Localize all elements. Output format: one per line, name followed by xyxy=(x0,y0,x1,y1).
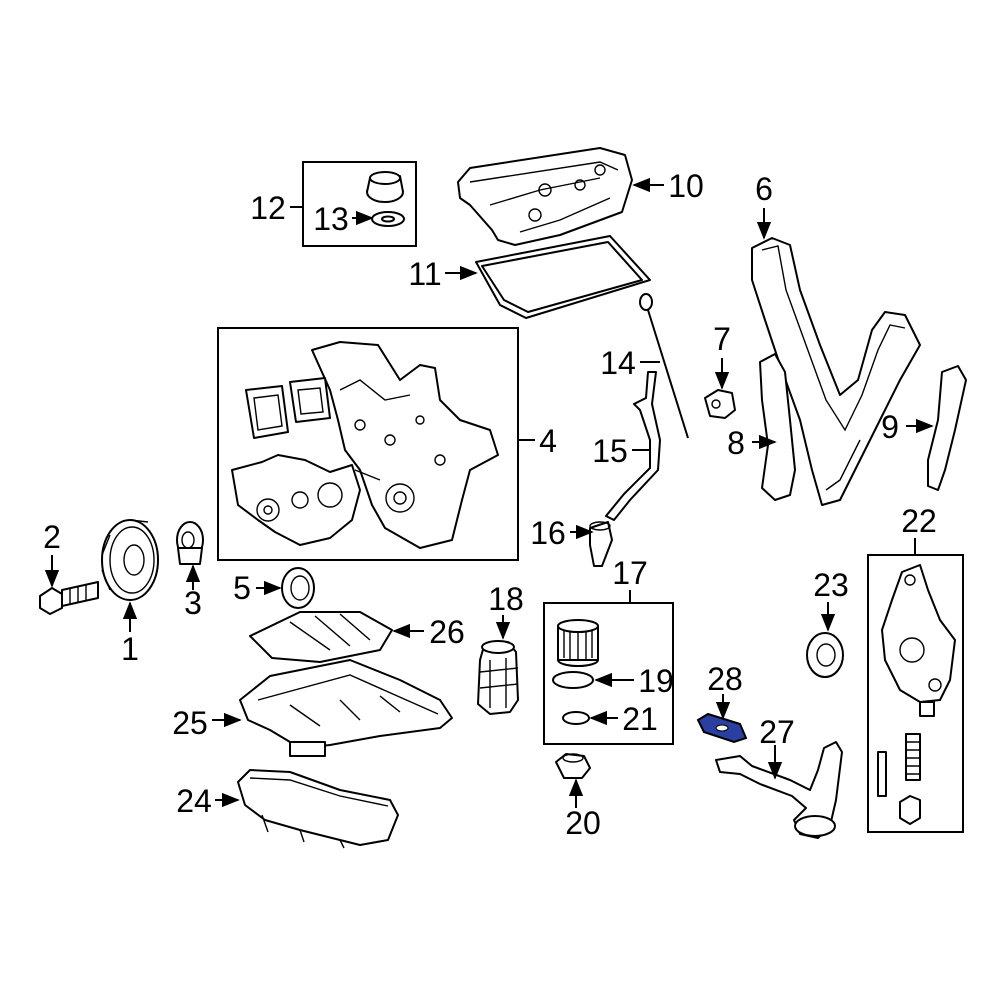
callout-20: 20 xyxy=(565,805,601,841)
oil-pump-plug-part[interactable] xyxy=(899,795,921,825)
callout-3: 3 xyxy=(184,585,202,621)
dipstick-part[interactable] xyxy=(639,293,689,439)
timing-cover-gasket-a[interactable] xyxy=(245,385,289,439)
callout-5: 5 xyxy=(233,570,251,606)
oil-pump-part[interactable] xyxy=(881,564,956,703)
oil-pressure-sensor-part[interactable] xyxy=(589,521,613,567)
callout-1: 1 xyxy=(121,631,139,667)
oil-baffle-part[interactable] xyxy=(249,611,393,663)
callout-4: 4 xyxy=(539,423,557,459)
oil-pan-upper-part[interactable] xyxy=(239,659,453,757)
callout-13: 13 xyxy=(313,201,349,237)
crank-washer-part[interactable] xyxy=(176,521,204,565)
valve-cover-gasket-part[interactable] xyxy=(475,235,651,319)
oil-filter-o-ring-part[interactable] xyxy=(552,671,594,689)
dipstick-tube-part[interactable] xyxy=(605,371,661,521)
callout-7: 7 xyxy=(713,321,731,357)
leader-lines xyxy=(44,177,934,808)
callout-23: 23 xyxy=(813,567,849,603)
group-box-17 xyxy=(543,602,674,745)
chain-tensioner-part[interactable] xyxy=(704,389,736,419)
callout-11: 11 xyxy=(408,256,441,292)
callout-17: 17 xyxy=(612,555,648,591)
callout-9: 9 xyxy=(881,409,899,445)
crankshaft-seal-part[interactable] xyxy=(281,567,315,609)
callout-15: 15 xyxy=(592,433,628,469)
oil-pump-pin-part[interactable] xyxy=(877,751,887,797)
chain-guide-part[interactable] xyxy=(927,365,967,491)
crankshaft-pulley-part[interactable] xyxy=(101,519,159,601)
oil-strainer-gasket-part[interactable] xyxy=(696,712,748,744)
callout-10: 10 xyxy=(668,168,704,204)
callout-18: 18 xyxy=(488,581,524,617)
oil-filler-cap-part[interactable] xyxy=(366,171,404,203)
timing-cover-gasket-b[interactable] xyxy=(289,377,331,423)
callout-26: 26 xyxy=(429,614,465,650)
drain-plug-gasket-part[interactable] xyxy=(562,711,590,725)
oil-filler-cap-gasket-part[interactable] xyxy=(371,211,405,227)
callout-8: 8 xyxy=(727,425,745,461)
group-box-12 xyxy=(302,161,417,247)
oil-pan-lower-part[interactable] xyxy=(237,769,399,849)
callout-16: 16 xyxy=(530,515,566,551)
callout-21: 21 xyxy=(622,701,658,737)
callout-27: 27 xyxy=(759,714,795,750)
tensioner-guide-part[interactable] xyxy=(759,353,796,501)
callout-2: 2 xyxy=(43,519,61,555)
callout-14: 14 xyxy=(600,345,636,381)
callout-24: 24 xyxy=(176,783,212,819)
callout-25: 25 xyxy=(172,705,208,741)
water-pump-part[interactable] xyxy=(231,454,361,546)
pulley-bolt-part[interactable] xyxy=(39,581,99,615)
oil-filter-element-part[interactable] xyxy=(557,619,599,667)
callout-12: 12 xyxy=(250,190,286,226)
callout-19: 19 xyxy=(638,663,674,699)
group-box-4 xyxy=(217,327,519,561)
drain-plug-part[interactable] xyxy=(555,753,591,779)
callout-22: 22 xyxy=(901,503,937,539)
timing-chain-part[interactable] xyxy=(751,237,921,506)
oil-strainer-part[interactable] xyxy=(715,741,843,839)
oil-pump-rotor-part[interactable] xyxy=(806,632,844,678)
callout-labels: 1 2 3 4 5 6 7 8 9 10 11 12 13 14 15 16 1… xyxy=(43,168,937,841)
callout-28: 28 xyxy=(707,661,743,697)
oil-filter-housing-part[interactable] xyxy=(477,640,519,715)
timing-cover-part[interactable] xyxy=(311,341,499,549)
valve-cover-part[interactable] xyxy=(457,147,633,246)
oil-pump-spring-part[interactable] xyxy=(905,701,935,781)
callout-6: 6 xyxy=(755,171,773,207)
